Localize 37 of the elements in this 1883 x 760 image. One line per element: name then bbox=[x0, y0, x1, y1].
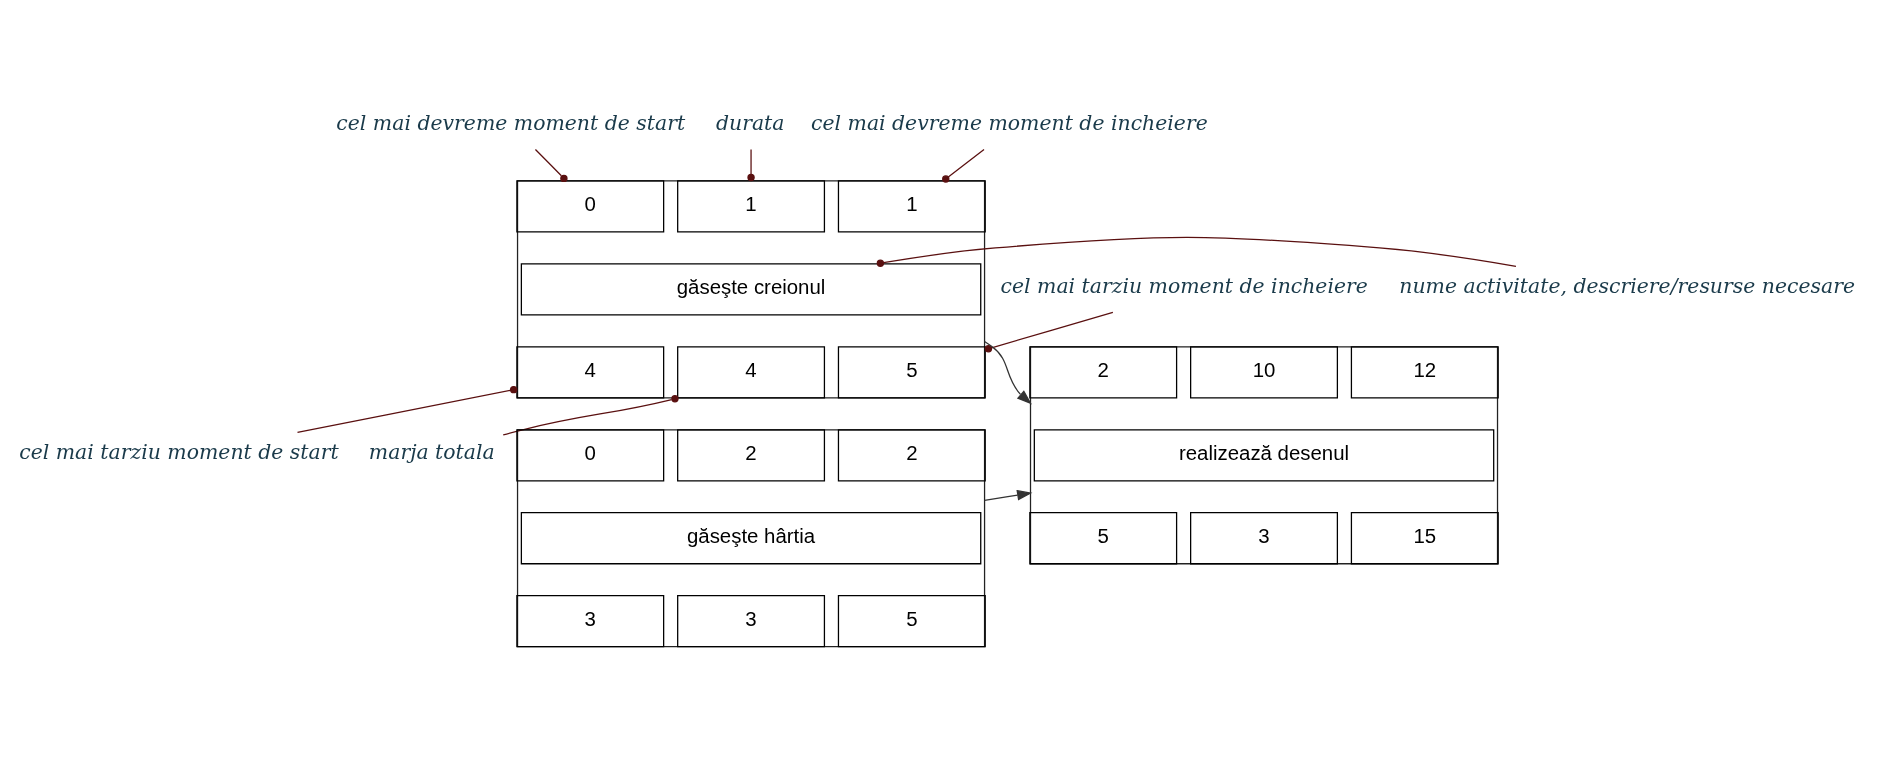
node-text: marja totala bbox=[368, 439, 495, 464]
node-box: 5 bbox=[837, 346, 986, 399]
node-box: 2 bbox=[837, 429, 986, 482]
node-box: 5 bbox=[837, 595, 986, 648]
node-box: 3 bbox=[677, 595, 826, 648]
node-box: 3 bbox=[1190, 512, 1339, 565]
arrow bbox=[983, 489, 1033, 501]
node-text: cel mai tarziu moment de incheiere bbox=[1000, 273, 1368, 298]
node-text: nume activitate, descriere/resurse necesare bbox=[1399, 273, 1856, 298]
node-box: 12 bbox=[1350, 346, 1499, 399]
node-box: 0 bbox=[516, 180, 665, 233]
node-text: cel mai tarziu moment de start bbox=[19, 439, 339, 464]
node-box: 4 bbox=[516, 346, 665, 399]
arrow bbox=[983, 340, 1032, 405]
connector bbox=[942, 148, 985, 183]
node-box: 1 bbox=[837, 180, 986, 233]
connector bbox=[534, 148, 568, 183]
node-box: realizează desenul bbox=[1033, 429, 1495, 482]
node-box: 0 bbox=[516, 429, 665, 482]
node-box: 2 bbox=[1029, 346, 1178, 399]
node-box: 3 bbox=[516, 595, 665, 648]
node-box: 1 bbox=[677, 180, 826, 233]
node-box: 4 bbox=[677, 346, 826, 399]
node-box: 2 bbox=[677, 429, 826, 482]
connector bbox=[876, 236, 1517, 267]
node-text: cel mai devreme moment de start bbox=[336, 110, 686, 135]
node-box: găseşte creionul bbox=[520, 263, 982, 316]
node-box: găseşte hârtia bbox=[520, 512, 982, 565]
node-text: durata bbox=[715, 110, 785, 135]
node-box: 15 bbox=[1350, 512, 1499, 565]
connector bbox=[502, 395, 679, 436]
node-text: cel mai devreme moment de incheiere bbox=[811, 110, 1208, 135]
connector bbox=[747, 148, 755, 182]
connector bbox=[296, 385, 518, 433]
node-box: 5 bbox=[1029, 512, 1178, 565]
connector bbox=[984, 311, 1114, 353]
node-box: 10 bbox=[1190, 346, 1339, 399]
